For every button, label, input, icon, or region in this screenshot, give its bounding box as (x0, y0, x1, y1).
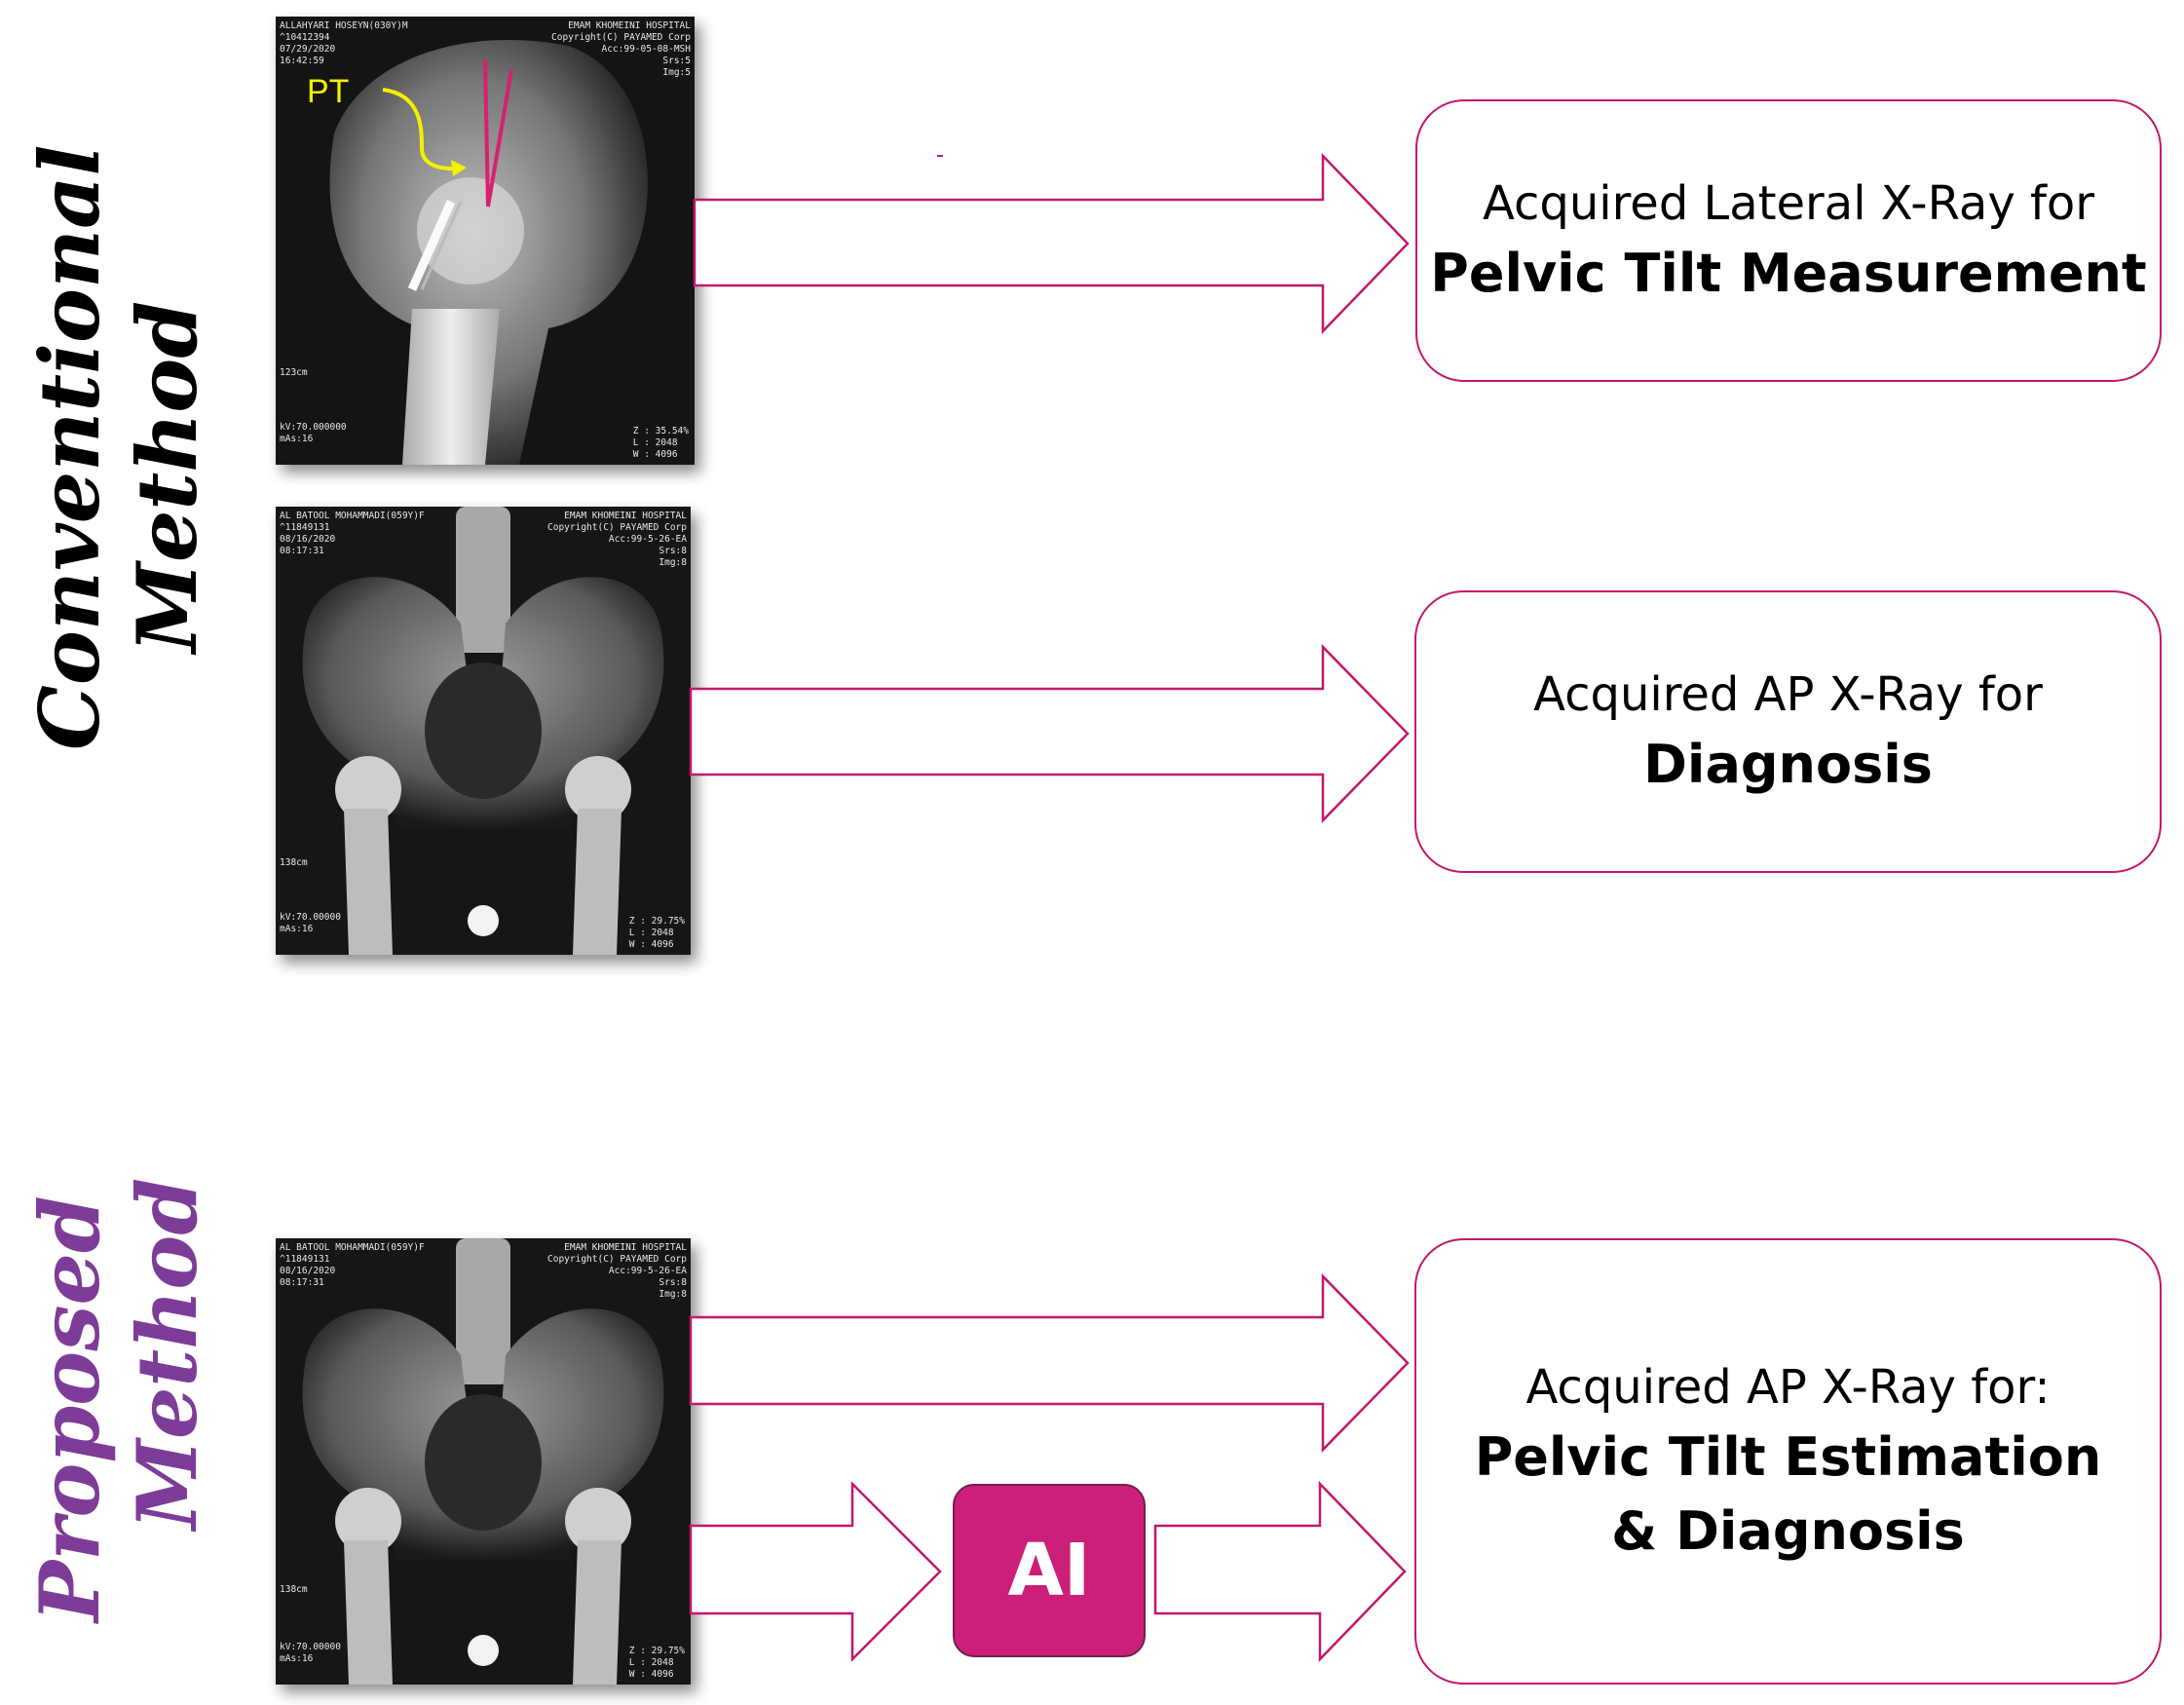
pt-annotation-label: PT (307, 73, 350, 110)
arrow-to-ai (689, 1480, 942, 1663)
lateral-xray-drawing (276, 17, 695, 465)
arrow-proposed-top (689, 1272, 1410, 1454)
proposed-output-box: Acquired AP X-Ray for: Pelvic Tilt Estim… (1414, 1238, 2162, 1685)
ap-xray-image-conventional: AL BATOOL MOHAMMADI(059Y)F ^11849131 08/… (276, 507, 691, 955)
ap-conv-meta-bottom-right: Z : 29.75% L : 2048 W : 4096 (628, 916, 685, 950)
proposed-box-line2: Pelvic Tilt Estimation (1474, 1426, 2102, 1488)
arrow-from-ai (1153, 1480, 1407, 1663)
lateral-meta-bottom-left: kV:70.000000 mAs:16 (280, 422, 347, 444)
ai-label: AI (1007, 1529, 1091, 1612)
lateral-meta-bottom-right: Z : 35.54% L : 2048 W : 4096 (632, 426, 689, 460)
ap-prop-meta-top-right: EMAM KHOMEINI HOSPITAL Copyright(C) PAYA… (547, 1242, 687, 1300)
lateral-scale: 123cm (280, 367, 308, 378)
ap-conv-scale: 138cm (280, 857, 308, 868)
ap-prop-meta-bottom-left: kV:70.00000 mAs:16 (280, 1642, 341, 1664)
ap-conv-meta-top-right: EMAM KHOMEINI HOSPITAL Copyright(C) PAYA… (547, 511, 687, 568)
ap-box-line2: Diagnosis (1643, 734, 1933, 795)
ap-conv-meta-bottom-left: kV:70.00000 mAs:16 (280, 912, 341, 934)
proposed-box-line1: Acquired AP X-Ray for: (1525, 1360, 2051, 1415)
lateral-output-box: Acquired Lateral X-Ray for Pelvic Tilt M… (1415, 99, 2162, 382)
arrow-ap-diagnosis (689, 643, 1410, 824)
ap-prop-meta-top-left: AL BATOOL MOHAMMADI(059Y)F ^11849131 08/… (280, 1242, 425, 1288)
arrow-lateral (693, 152, 1410, 335)
ap-xray-drawing-conventional (276, 507, 691, 955)
lateral-meta-top-left: ALLAHYARI HOSEYN(030Y)M ^10412394 07/29/… (280, 20, 408, 66)
lateral-box-line2: Pelvic Tilt Measurement (1430, 243, 2147, 304)
ap-prop-scale: 138cm (280, 1584, 308, 1595)
ap-conv-meta-top-left: AL BATOOL MOHAMMADI(059Y)F ^11849131 08/… (280, 511, 425, 556)
ap-box-line1: Acquired AP X-Ray for (1533, 667, 2043, 722)
ap-diagnosis-output-box: Acquired AP X-Ray for Diagnosis (1414, 590, 2162, 873)
ap-xray-drawing-proposed (276, 1238, 691, 1685)
lateral-xray-image: ALLAHYARI HOSEYN(030Y)M ^10412394 07/29/… (276, 17, 695, 465)
proposed-box-line3: & Diagnosis (1611, 1500, 1965, 1562)
lateral-meta-top-right: EMAM KHOMEINI HOSPITAL Copyright(C) PAYA… (551, 20, 691, 78)
ap-xray-image-proposed: AL BATOOL MOHAMMADI(059Y)F ^11849131 08/… (276, 1238, 691, 1685)
ai-model-box: AI (953, 1484, 1146, 1657)
ap-prop-meta-bottom-right: Z : 29.75% L : 2048 W : 4096 (628, 1646, 685, 1680)
lateral-box-line1: Acquired Lateral X-Ray for (1483, 176, 2094, 231)
